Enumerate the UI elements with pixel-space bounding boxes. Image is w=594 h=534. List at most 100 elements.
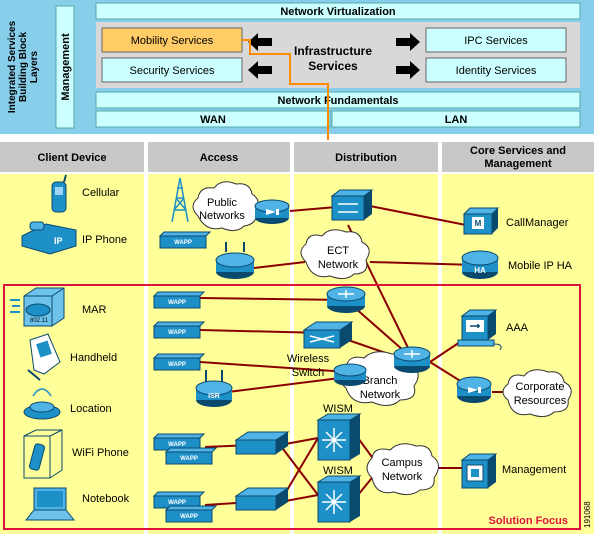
wifi-phone-icon (23, 429, 63, 479)
management-layer-box (55, 5, 75, 129)
handheld-icon (27, 333, 61, 381)
public-networks-cloud (192, 181, 259, 232)
wapp-device-5: WAPP (152, 433, 206, 451)
arrow-left-bottom (248, 61, 272, 79)
wireless-router-icon (215, 242, 255, 279)
lan-bar (331, 110, 581, 128)
callmanager-icon: M (462, 207, 500, 235)
svg-text:WAPP: WAPP (168, 300, 186, 306)
corporate-resources-label-1: Corporate (516, 381, 565, 393)
wapp-device-7: WAPP (152, 491, 206, 509)
corporate-resources-label-2: Resources (514, 395, 567, 407)
campus-network-label-1: Campus (382, 457, 423, 469)
core-header-1: Core Services and (470, 145, 566, 157)
svg-text:WAPP: WAPP (168, 362, 186, 368)
cell-tower-icon (171, 177, 189, 223)
svg-text:IP: IP (54, 236, 63, 246)
wism-switch-2-icon (316, 475, 362, 523)
wireless-switch-label-1: Wireless (287, 353, 330, 365)
network-virtualization-bar (95, 2, 581, 20)
mobility-to-distribution-line (242, 39, 329, 140)
wapp-device-2: WAPP (152, 291, 206, 309)
wism-label-1: WISM (323, 403, 353, 415)
campus-network-cloud (366, 443, 439, 496)
wapp-device-3: WAPP (152, 321, 206, 339)
network-fundamentals-label: Network Fundamentals (277, 95, 398, 107)
public-networks-label-2: Networks (199, 210, 245, 222)
branch-network-label-2: Network (360, 389, 401, 401)
solution-focus-label: Solution Focus (489, 515, 568, 527)
vpn-device-icon (254, 199, 290, 224)
arrow-left-top (248, 33, 272, 51)
core-header-2: Management (484, 158, 552, 170)
mobility-services-label: Mobility Services (131, 35, 214, 47)
branch-router-2-icon (333, 363, 367, 386)
branch-network-label-1: Branch (363, 375, 398, 387)
wireless-switch-icon (302, 321, 354, 349)
column-headers (0, 142, 594, 172)
security-services-label: Security Services (130, 65, 215, 77)
arrow-right-bottom (396, 61, 420, 79)
solution-focus-box (3, 284, 581, 530)
distribution-router-icon (326, 286, 366, 313)
security-services-box (101, 57, 243, 83)
aaa-label: AAA (506, 322, 529, 334)
svg-text:WAPP: WAPP (168, 330, 186, 336)
mar-label: MAR (82, 304, 107, 316)
firewall-appliance-icon (330, 189, 374, 221)
svg-text:WAPP: WAPP (168, 442, 186, 448)
callmanager-label: CallManager (506, 217, 569, 229)
campus-access-switch-2 (234, 487, 290, 511)
network-fundamentals-bar (95, 91, 581, 109)
wapp-device-4: WAPP (152, 353, 206, 371)
distribution-header: Distribution (335, 152, 397, 164)
svg-text:M: M (475, 219, 482, 228)
cellular-label: Cellular (82, 187, 120, 199)
campus-access-switch-1 (234, 431, 290, 455)
svg-text:Building Block: Building Block (18, 32, 29, 102)
wism-label-2: WISM (323, 465, 353, 477)
arrow-right-top (396, 33, 420, 51)
wifi-phone-label: WiFi Phone (72, 447, 129, 459)
svg-text:WAPP: WAPP (180, 514, 198, 520)
ect-network-cloud (300, 229, 370, 280)
svg-text:802.11: 802.11 (30, 318, 49, 324)
management-layer-label: Management (60, 33, 72, 101)
svg-text:Integrated Services: Integrated Services (7, 20, 18, 113)
location-icon (23, 388, 61, 420)
identity-services-box (425, 57, 567, 83)
ipc-services-box (425, 27, 567, 53)
management-server-icon (460, 453, 498, 489)
ect-network-label-1: ECT (327, 245, 349, 257)
wapp-device-6: WAPP (164, 447, 218, 465)
location-label: Location (70, 403, 112, 415)
ipc-services-label: IPC Services (464, 35, 528, 47)
ect-network-label-2: Network (318, 259, 359, 271)
cellular-icon (51, 174, 67, 213)
handheld-label: Handheld (70, 352, 117, 364)
isr-router-icon: ISR (195, 370, 233, 407)
corporate-router-icon (456, 376, 492, 403)
notebook-icon (24, 487, 76, 521)
mar-icon: 802.11 (10, 287, 65, 327)
svg-text:HA: HA (474, 266, 486, 275)
svg-text:WAPP: WAPP (174, 240, 192, 246)
mobile-ip-ha-label: Mobile IP HA (508, 260, 573, 272)
access-header: Access (200, 152, 239, 164)
ip-phone-icon: IP (21, 221, 77, 255)
lan-label: LAN (445, 114, 468, 126)
client-device-header: Client Device (37, 152, 106, 164)
wapp-device-1: WAPP (158, 231, 212, 249)
wireless-switch-label-2: Switch (292, 367, 324, 379)
wan-bar (95, 110, 331, 128)
wism-switch-1-icon (316, 413, 362, 461)
campus-network-label-2: Network (382, 471, 423, 483)
svg-text:WAPP: WAPP (180, 456, 198, 462)
svg-text:WAPP: WAPP (168, 500, 186, 506)
layers-side-title: Integrated Services Building Block Layer… (7, 20, 40, 113)
identity-services-label: Identity Services (456, 65, 537, 77)
figure-id: 191068 (583, 501, 592, 528)
infrastructure-services-label-2: Services (308, 59, 358, 73)
infrastructure-services-label-1: Infrastructure (294, 44, 372, 58)
